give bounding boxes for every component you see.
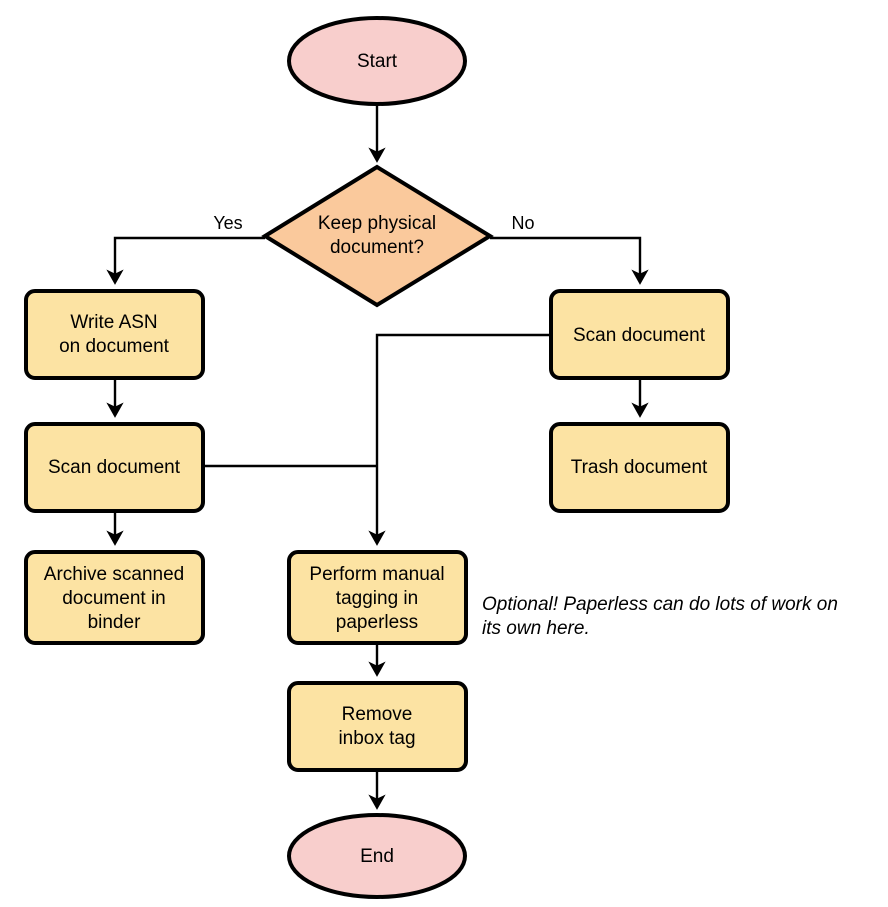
decision-label-line2: document? bbox=[330, 237, 424, 258]
remove-inbox-label-line1: Remove bbox=[342, 704, 413, 725]
end-ellipse-shape bbox=[287, 813, 467, 899]
annotation-optional-note: Optional! Paperless can do lots of work … bbox=[482, 594, 838, 639]
node-write-asn-on-document[interactable]: Write ASN on document bbox=[24, 289, 205, 380]
node-perform-manual-tagging[interactable]: Perform manual tagging in paperless bbox=[287, 550, 468, 645]
scan-left-box-shape bbox=[24, 422, 205, 513]
write-asn-label-line1: Write ASN bbox=[70, 312, 157, 333]
edge-label-yes: Yes bbox=[213, 213, 242, 233]
node-end[interactable]: End bbox=[287, 813, 467, 899]
end-label: End bbox=[360, 846, 394, 867]
edge-label-layer: Yes No bbox=[213, 213, 534, 233]
node-decision-keep-physical-document[interactable]: Keep physical document? bbox=[261, 164, 494, 308]
start-label: Start bbox=[357, 51, 398, 72]
remove-inbox-box-shape bbox=[287, 681, 468, 772]
scan-right-label: Scan document bbox=[573, 325, 706, 346]
tagging-label-line2: tagging in bbox=[336, 588, 418, 609]
optional-note-line1: Optional! Paperless can do lots of work … bbox=[482, 594, 838, 615]
trash-box-shape bbox=[549, 422, 730, 513]
remove-inbox-label-line2: inbox tag bbox=[338, 728, 415, 749]
scan-left-label: Scan document bbox=[48, 457, 181, 478]
trash-label: Trash document bbox=[571, 457, 708, 478]
archive-box-shape bbox=[24, 550, 205, 645]
connector-layer bbox=[106, 101, 649, 810]
start-ellipse-shape bbox=[287, 16, 467, 106]
tagging-box-shape bbox=[287, 550, 468, 645]
edge-decision-yes-to-write-asn bbox=[106, 236, 265, 285]
archive-label-line2: document in bbox=[62, 588, 166, 609]
node-trash-document[interactable]: Trash document bbox=[549, 422, 730, 513]
optional-note-line2: its own here. bbox=[482, 618, 590, 639]
node-remove-inbox-tag[interactable]: Remove inbox tag bbox=[287, 681, 468, 772]
node-scan-document-right[interactable]: Scan document bbox=[549, 289, 730, 380]
write-asn-label-line2: on document bbox=[59, 336, 170, 357]
tagging-label-line3: paperless bbox=[336, 612, 418, 633]
node-archive-scanned-document[interactable]: Archive scanned document in binder bbox=[24, 550, 205, 645]
node-start[interactable]: Start bbox=[287, 16, 467, 106]
edge-scan-right-to-tagging bbox=[368, 333, 551, 546]
archive-label-line1: Archive scanned bbox=[44, 564, 184, 585]
edge-label-no: No bbox=[511, 213, 534, 233]
node-scan-document-left[interactable]: Scan document bbox=[24, 422, 205, 513]
write-asn-box-shape bbox=[24, 289, 205, 380]
decision-label-line1: Keep physical bbox=[318, 213, 436, 234]
decision-diamond-shape bbox=[261, 164, 494, 308]
edge-decision-no-to-scan-right bbox=[490, 236, 649, 285]
scan-right-box-shape bbox=[549, 289, 730, 380]
tagging-label-line1: Perform manual bbox=[309, 564, 444, 585]
archive-label-line3: binder bbox=[88, 612, 141, 633]
